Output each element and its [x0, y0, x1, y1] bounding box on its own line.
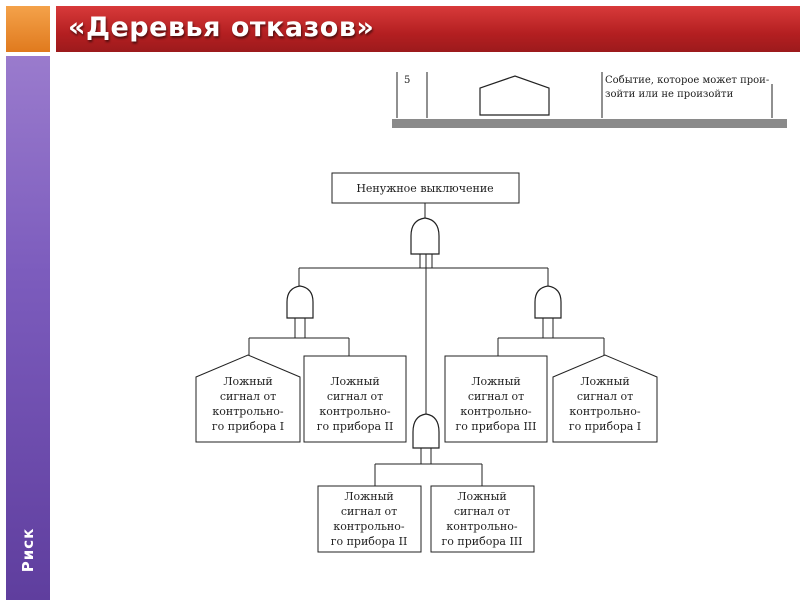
event-bottom-right-line3: контрольно- — [446, 520, 518, 533]
event-left-inner-line2: сигнал от — [327, 390, 383, 403]
top-event-box — [331, 172, 520, 204]
event-bottom-right-line2: сигнал от — [454, 505, 510, 518]
legend-row — [396, 72, 773, 118]
corner-accent — [6, 6, 50, 52]
event-left-outer-line1: Ложный — [223, 375, 272, 388]
event-bottom-left-box — [317, 485, 422, 553]
slide-title: «Деревья отказов» — [68, 12, 375, 43]
title-bar: «Деревья отказов» — [56, 6, 800, 52]
event-right-inner-line2: сигнал от — [468, 390, 524, 403]
event-left-outer-line4: го прибора I — [212, 420, 284, 433]
and-gate-bottom-icon — [412, 413, 440, 449]
event-left-outer-line3: контрольно- — [212, 405, 284, 418]
and-gate-right-icon — [534, 285, 562, 319]
event-bottom-right-box — [430, 485, 535, 553]
event-bottom-left-line1: Ложный — [344, 490, 393, 503]
event-right-outer-house — [552, 354, 658, 443]
event-left-outer-house — [195, 354, 301, 443]
event-right-inner-box — [444, 355, 548, 443]
event-right-inner-line1: Ложный — [471, 375, 520, 388]
event-left-inner-line3: контрольно- — [319, 405, 391, 418]
event-right-inner-line4: го прибора III — [456, 420, 537, 433]
event-right-outer-line2: сигнал от — [577, 390, 633, 403]
event-right-outer-line4: го прибора I — [569, 420, 641, 433]
event-bottom-left-line2: сигнал от — [341, 505, 397, 518]
legend-description-line2: зойти или не произойти — [605, 89, 734, 100]
top-event-label: Ненужное выключение — [356, 182, 493, 195]
event-bottom-right-line4: го прибора III — [442, 535, 523, 548]
sidebar: Риск — [6, 56, 50, 600]
event-right-outer-line3: контрольно- — [569, 405, 641, 418]
and-gate-left-icon — [286, 285, 314, 319]
legend-number: 5 — [404, 75, 410, 86]
event-labels: Ложный сигнал от контрольно- го прибора … — [212, 375, 641, 548]
event-left-inner-line4: го прибора II — [317, 420, 394, 433]
event-left-outer-line2: сигнал от — [220, 390, 276, 403]
event-right-inner-line3: контрольно- — [460, 405, 532, 418]
connector-lines — [248, 203, 605, 486]
event-left-inner-line1: Ложный — [330, 375, 379, 388]
and-gate-top-icon — [410, 217, 440, 255]
legend-description-line1: Событие, которое может прои- — [605, 75, 769, 86]
event-bottom-left-line3: контрольно- — [333, 520, 405, 533]
event-left-inner-box — [303, 355, 407, 443]
event-bottom-right-line1: Ложный — [457, 490, 506, 503]
legend-house-symbol — [479, 75, 550, 116]
event-right-outer-line1: Ложный — [580, 375, 629, 388]
legend-bottom-rule — [392, 119, 787, 128]
event-bottom-left-line4: го прибора II — [331, 535, 408, 548]
